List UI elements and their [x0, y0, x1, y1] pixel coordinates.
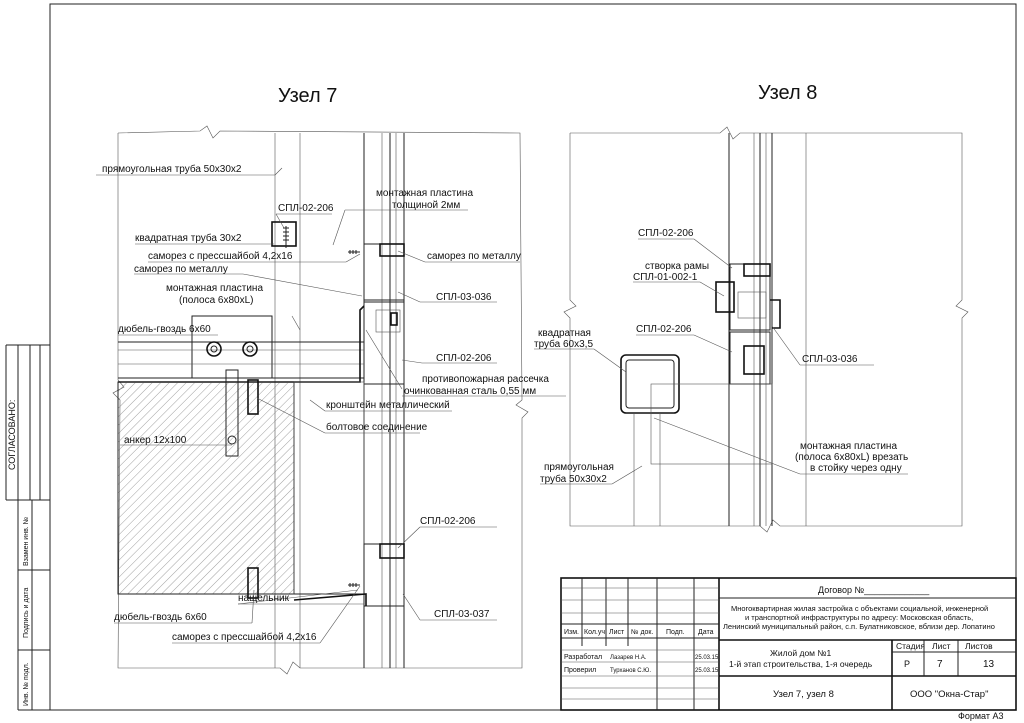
sheet-frame [49, 3, 1017, 711]
header-izm: Изм. [564, 629, 579, 636]
object-line-2: 1-й этап строительства, 1-я очередь [729, 659, 873, 669]
header-list: Лист [609, 629, 625, 636]
signature-date-label: Подпись и дата [23, 588, 30, 638]
label-rect-tube: прямоугольная труба 50х30х2 [102, 163, 242, 175]
label-bolt: болтовое соединение [326, 421, 428, 433]
label-anchor: анкер 12х100 [124, 435, 187, 446]
title-block [560, 577, 1017, 711]
name-checker: Турханов С.Ю. [610, 668, 651, 674]
n8-label-sash-1: створка рамы [645, 261, 709, 272]
label-dowel-top: дюбель-гвоздь 6х60 [118, 323, 211, 335]
label-mount-plate-strip-2: (полоса 6х80хL) [179, 295, 254, 306]
label-bracket: кронштейн металлический [326, 400, 450, 411]
inv-original-label: Инв. № подл. [23, 662, 30, 706]
project-line-1: Многоквартирная жилая застройка с объект… [731, 604, 988, 613]
label-mount-plate-strip-1: монтажная пластина [166, 283, 263, 294]
stage-value: Р [904, 659, 910, 669]
label-spl-206-top: СПЛ-02-206 [278, 203, 334, 214]
n8-label-mount-plate-3: в стойку через одну [810, 463, 902, 474]
object-line-1: Жилой дом №1 [770, 648, 831, 658]
label-square-tube: квадратная труба 30х2 [135, 232, 242, 244]
node8-labels: СПЛ-02-206 створка рамы СПЛ-01-002-1 ква… [534, 228, 908, 485]
stage-header: Стадия [896, 641, 925, 651]
label-dowel-bottom: дюбель-гвоздь 6х60 [114, 611, 207, 623]
header-date: Дата [698, 629, 714, 636]
name-developer: Лазарев Н.А. [610, 655, 647, 661]
header-doc: № док. [631, 629, 653, 636]
left-stamp-strip: СОГЛАСОВАНО: Взамен инв. № Подпись и дат… [5, 344, 50, 711]
date-checker: 25.03.15 [695, 668, 719, 674]
sheets-value: 13 [983, 659, 995, 670]
n8-label-spl-206-mid: СПЛ-02-206 [636, 324, 692, 335]
n8-label-sash-2: СПЛ-01-002-1 [633, 272, 698, 283]
label-screw-washer-top: саморез с прессшайбой 4,2х16 [148, 250, 293, 262]
contract-label: Договор №_____________ [818, 585, 930, 595]
node8-leaders [534, 238, 908, 485]
node7-title: Узел 7 [278, 85, 337, 107]
label-fire-cut-1: противопожарная рассечка [422, 374, 549, 385]
node8-title: Узел 8 [758, 82, 817, 104]
label-mount-plate-thick-1: монтажная пластина [376, 188, 473, 199]
node7-drawing [112, 125, 529, 675]
label-spl-036: СПЛ-03-036 [436, 292, 492, 303]
title-block-text: Договор №_____________ Многоквартирная ж… [564, 585, 995, 700]
date-developer: 25.03.15 [695, 655, 719, 661]
sheet-header: Лист [932, 641, 951, 651]
sheets-header: Листов [965, 641, 993, 651]
label-mount-plate-thick-2: толщиной 2мм [392, 200, 460, 211]
label-spl-037: СПЛ-03-037 [434, 609, 490, 620]
n8-label-rect-tube-2: труба 50х30х2 [540, 473, 607, 485]
node7-leaders [96, 167, 566, 644]
node7-labels: прямоугольная труба 50х30х2 монтажная пл… [102, 163, 549, 643]
role-developer: Разработал [564, 653, 602, 661]
company-name: ООО "Окна-Стар" [910, 689, 988, 700]
replace-inv-label: Взамен инв. № [23, 517, 30, 566]
sheet-value: 7 [937, 659, 943, 670]
n8-label-rect-tube-1: прямоугольная [544, 462, 614, 473]
approved-label: СОГЛАСОВАНО: [7, 400, 17, 470]
n8-label-mount-plate-1: монтажная пластина [800, 441, 897, 452]
label-screw-metal: саморез по металлу [134, 264, 228, 275]
label-fire-cut-2: очинкованная сталь 0,55 мм [404, 386, 536, 397]
project-line-3: Ленинский муниципальный район, с.п. Була… [723, 622, 995, 631]
label-spl-206-mid: СПЛ-02-206 [436, 353, 492, 364]
header-sign: Подп. [666, 629, 685, 636]
header-kol: Кол.уч [584, 629, 605, 636]
n8-label-mount-plate-2: (полоса 6х80хL) врезать [795, 452, 908, 463]
label-screw-metal-right: саморез по металлу [427, 251, 521, 262]
n8-label-square-tube-1: квадратная [538, 328, 591, 339]
project-line-2: и транспортной инфраструктуры по адресу:… [745, 613, 973, 622]
n8-label-square-tube-2: труба 60х3,5 [534, 338, 593, 350]
label-screw-washer-bottom: саморез с прессшайбой 4,2х16 [172, 631, 317, 643]
node8-drawing [563, 126, 969, 533]
label-flashing: нащельник [238, 593, 290, 604]
role-checker: Проверил [564, 667, 596, 674]
n8-label-spl-206-top: СПЛ-02-206 [638, 228, 694, 239]
drawing-name: Узел 7, узел 8 [773, 689, 834, 700]
format-label: Формат А3 [958, 711, 1003, 721]
label-spl-206-low: СПЛ-02-206 [420, 516, 476, 527]
n8-label-spl-036: СПЛ-03-036 [802, 354, 858, 365]
